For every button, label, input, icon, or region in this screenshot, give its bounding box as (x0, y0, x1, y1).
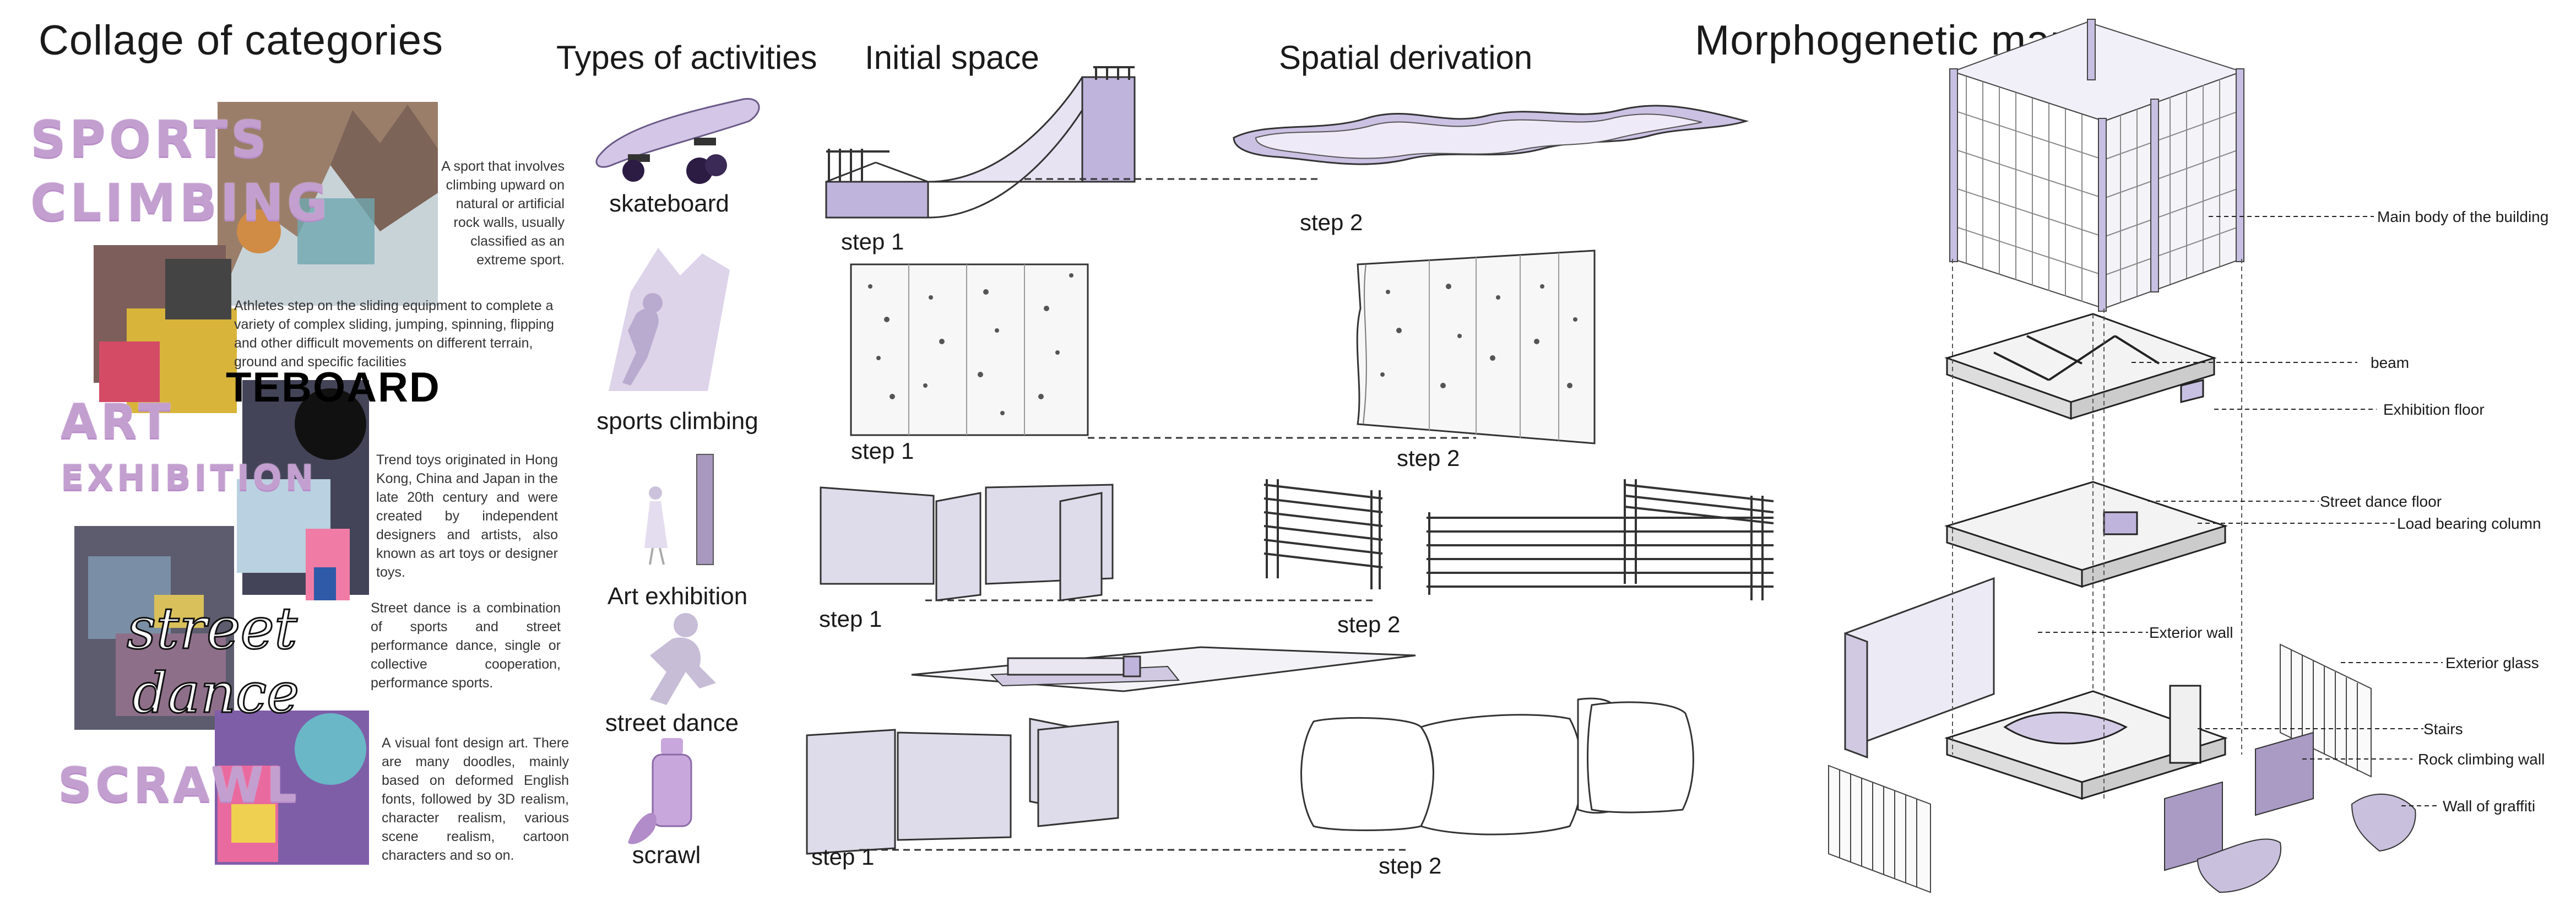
art-collage (237, 380, 369, 600)
exhibition-floor-slab (1944, 313, 2217, 420)
exhibition-rails-step2 (1263, 479, 1774, 600)
callout-beam: beam (2371, 354, 2410, 371)
street-dance-floor-slab (1944, 481, 2228, 588)
activity-skateboard-label: skateboard (609, 190, 729, 217)
climbing-collage (218, 102, 438, 306)
activity-art-label: Art exhibition (607, 583, 748, 610)
spray-can-icon (628, 738, 692, 844)
callout-exterior-glass: Exterior glass (2445, 654, 2539, 671)
callout-leaders (2038, 216, 2443, 806)
exterior-wall-element (1844, 577, 1995, 759)
climber-icon (609, 248, 730, 391)
row1-step1-label: step 1 (841, 229, 904, 254)
category-skateboard-overlay: TEBOARD (226, 364, 441, 411)
skateboard-description: Athletes step on the sliding equipment t… (234, 298, 554, 370)
scrawl-description: A visual font design art. There are many… (382, 735, 569, 863)
climbing-wall-step2 (1356, 250, 1596, 444)
activity-street-label: street dance (605, 709, 739, 736)
street-dance-icon (650, 613, 716, 705)
category-dance: dance (131, 660, 300, 726)
category-scrawl: SCRAWL (58, 757, 300, 812)
callout-main-body: Main body of the building (2377, 208, 2549, 225)
scrawl-collage (215, 711, 369, 865)
activity-scrawl-label: scrawl (632, 842, 701, 869)
row4-step1-label: step 1 (811, 844, 875, 870)
street-description: Street dance is a combination of sports … (371, 600, 561, 691)
callout-stairs: Stairs (2423, 720, 2463, 738)
scrawl-walls-step2 (1300, 697, 1694, 836)
ground-glass-element (1828, 764, 1931, 893)
category-exhibition: EXHIBITION (61, 457, 317, 497)
ground-floor-slab (1944, 685, 2228, 800)
climbing-wall-step1 (850, 263, 1089, 436)
street-collage (74, 526, 234, 730)
callout-exterior-wall: Exterior wall (2149, 624, 2233, 641)
graffiti-wall-element (2197, 793, 2416, 893)
skate-pool-step2 (1233, 105, 1749, 165)
climbing-description: A sport that involves climbing upward on… (441, 159, 565, 268)
callout-rock-climbing-wall: Rock climbing wall (2418, 751, 2545, 768)
callout-street-dance-floor: Street dance floor (2320, 493, 2442, 510)
collage-title: Collage of categories (39, 17, 443, 64)
skateboard-collage (94, 245, 237, 413)
row3-step2-label: step 2 (1337, 611, 1401, 637)
row4-step2-label: step 2 (1379, 853, 1442, 879)
initial-space-title: Initial space (865, 39, 1039, 76)
row1-step2-label: step 2 (1300, 209, 1363, 235)
category-street: street (126, 594, 299, 663)
category-sports: SPORTS (30, 110, 270, 168)
callout-exhibition-floor: Exhibition floor (2383, 401, 2485, 418)
building-main-body (1949, 19, 2244, 312)
category-climbing: CLIMBING (30, 173, 331, 231)
art-description: Trend toys originated in Hong Kong, Chin… (376, 452, 558, 580)
skateboard-icon (595, 97, 760, 184)
activity-climbing-label: sports climbing (596, 408, 758, 435)
callout-wall-of-graffiti: Wall of graffiti (2443, 798, 2536, 815)
row2-step2-label: step 2 (1397, 445, 1460, 471)
alignment-lines (1952, 259, 2242, 799)
category-art: ART (61, 394, 174, 449)
scrawl-walls-step1 (806, 718, 1119, 855)
exhibition-walls-step1 (820, 484, 1114, 601)
row2-step1-label: step 1 (851, 438, 914, 464)
activities-title: Types of activities (556, 39, 817, 76)
rock-climbing-wall-element (2164, 731, 2314, 871)
row3-step1-label: step 1 (819, 606, 882, 632)
spatial-derivation-title: Spatial derivation (1279, 39, 1533, 76)
skate-ramp-step1 (825, 66, 1136, 219)
dance-platform (911, 646, 1416, 692)
art-exhibition-icon (644, 454, 714, 565)
callout-load-bearing-column: Load bearing column (2397, 515, 2541, 532)
